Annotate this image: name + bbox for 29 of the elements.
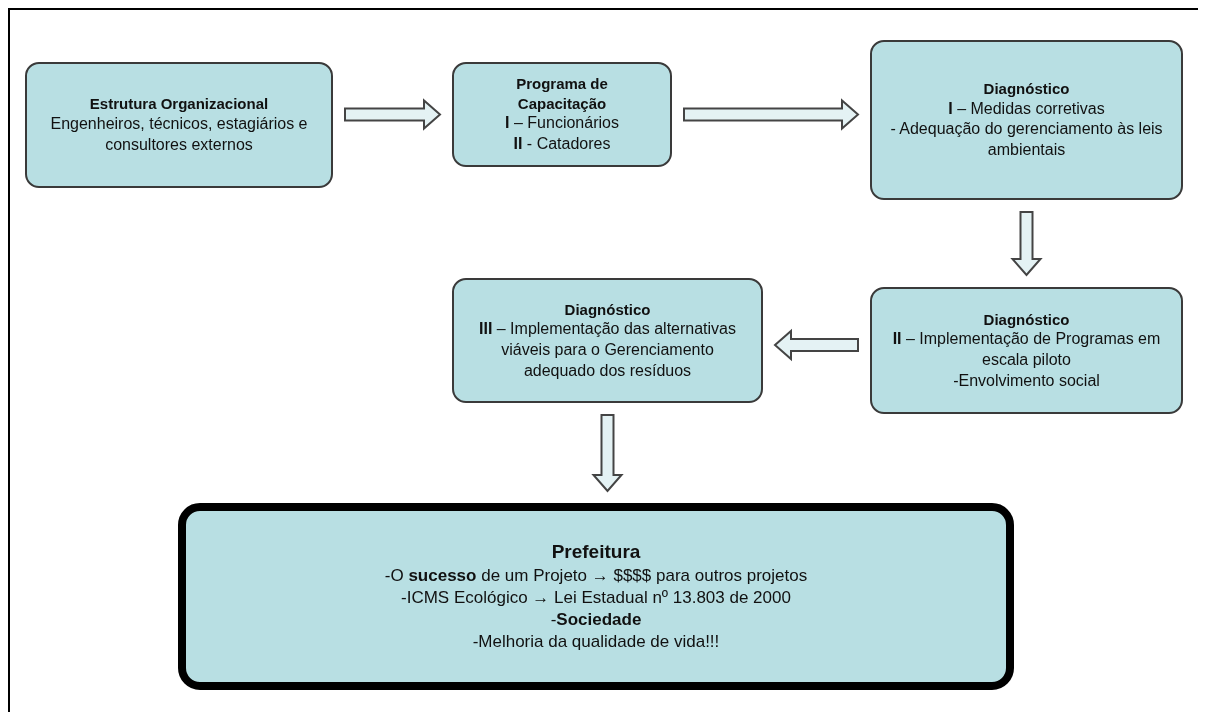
block-arrow [344,98,442,131]
box-text: II - Catadores [513,134,611,154]
process-box [452,62,672,167]
result-box [178,503,1014,690]
box-text: II – Implementação de Programas em escala piloto [891,329,1162,370]
process-box [452,278,763,403]
box-heading: Diagnóstico [564,299,651,320]
process-box [870,40,1183,200]
box-heading: Prefeitura [551,539,641,564]
box-text: Engenheiros, técnicos, estagiários e consultores externos [49,113,309,155]
block-arrow [591,414,624,493]
block-arrow [773,328,859,362]
box-heading: Diagnóstico [983,309,1070,330]
block-arrow [683,98,860,131]
box-heading: Diagnóstico [983,79,1070,99]
box-text: -Melhoria da qualidade de vida!!! [472,630,720,653]
box-text: I – Funcionários [505,113,619,134]
box-heading: Programa de Capacitação [515,74,609,114]
box-heading: Estrutura Organizacional [89,94,269,114]
box-text: -Envolvimento social [953,370,1100,391]
box-text: - Adequação do gerenciamento às leis ambientais [890,119,1163,161]
box-text: III – Implementação das alternativas viáveis para o Gerenciamento adequado dos resíduos [478,319,737,381]
process-box [870,287,1183,414]
box-text: I – Medidas corretivas [948,98,1105,119]
box-text: -ICMS Ecológico → Lei Estadual nº 13.803 de 2000 [401,586,791,609]
process-box [25,62,333,188]
box-text: -O sucesso de um Projeto → $$$$ para outros projetos [384,564,808,587]
box-text: -Sociedade [550,608,642,631]
block-arrow [1010,211,1043,277]
